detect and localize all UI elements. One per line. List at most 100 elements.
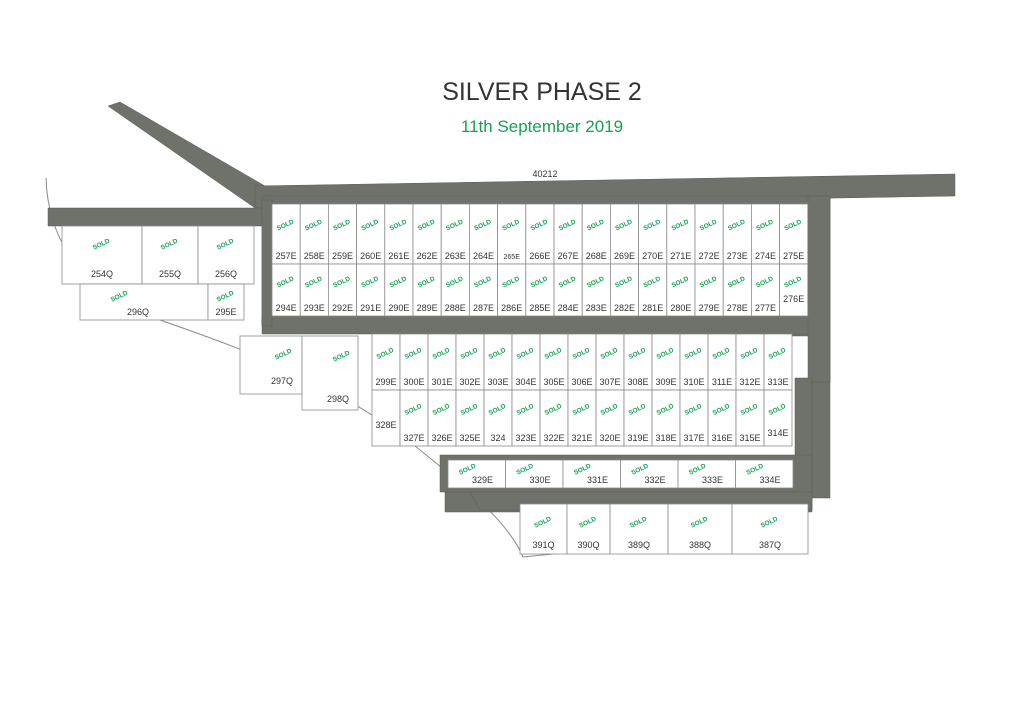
lot-number: 306E xyxy=(571,377,592,387)
lot-number: 300E xyxy=(403,377,424,387)
lot-number: 290E xyxy=(388,303,409,313)
lot-number: 331E xyxy=(587,475,608,485)
road-label-40212: 40212 xyxy=(532,169,557,179)
lot-number: 320E xyxy=(599,433,620,443)
lot-number: 282E xyxy=(614,303,635,313)
lot-number: 318E xyxy=(655,433,676,443)
page-date: 11th September 2019 xyxy=(460,117,624,136)
lot-number: 267E xyxy=(558,251,579,261)
lot-number: 307E xyxy=(599,377,620,387)
lot-number: 308E xyxy=(627,377,648,387)
lot-328E[interactable]: 328E xyxy=(371,389,401,447)
lot-number: 319E xyxy=(627,433,648,443)
lot-number: 332E xyxy=(644,475,665,485)
